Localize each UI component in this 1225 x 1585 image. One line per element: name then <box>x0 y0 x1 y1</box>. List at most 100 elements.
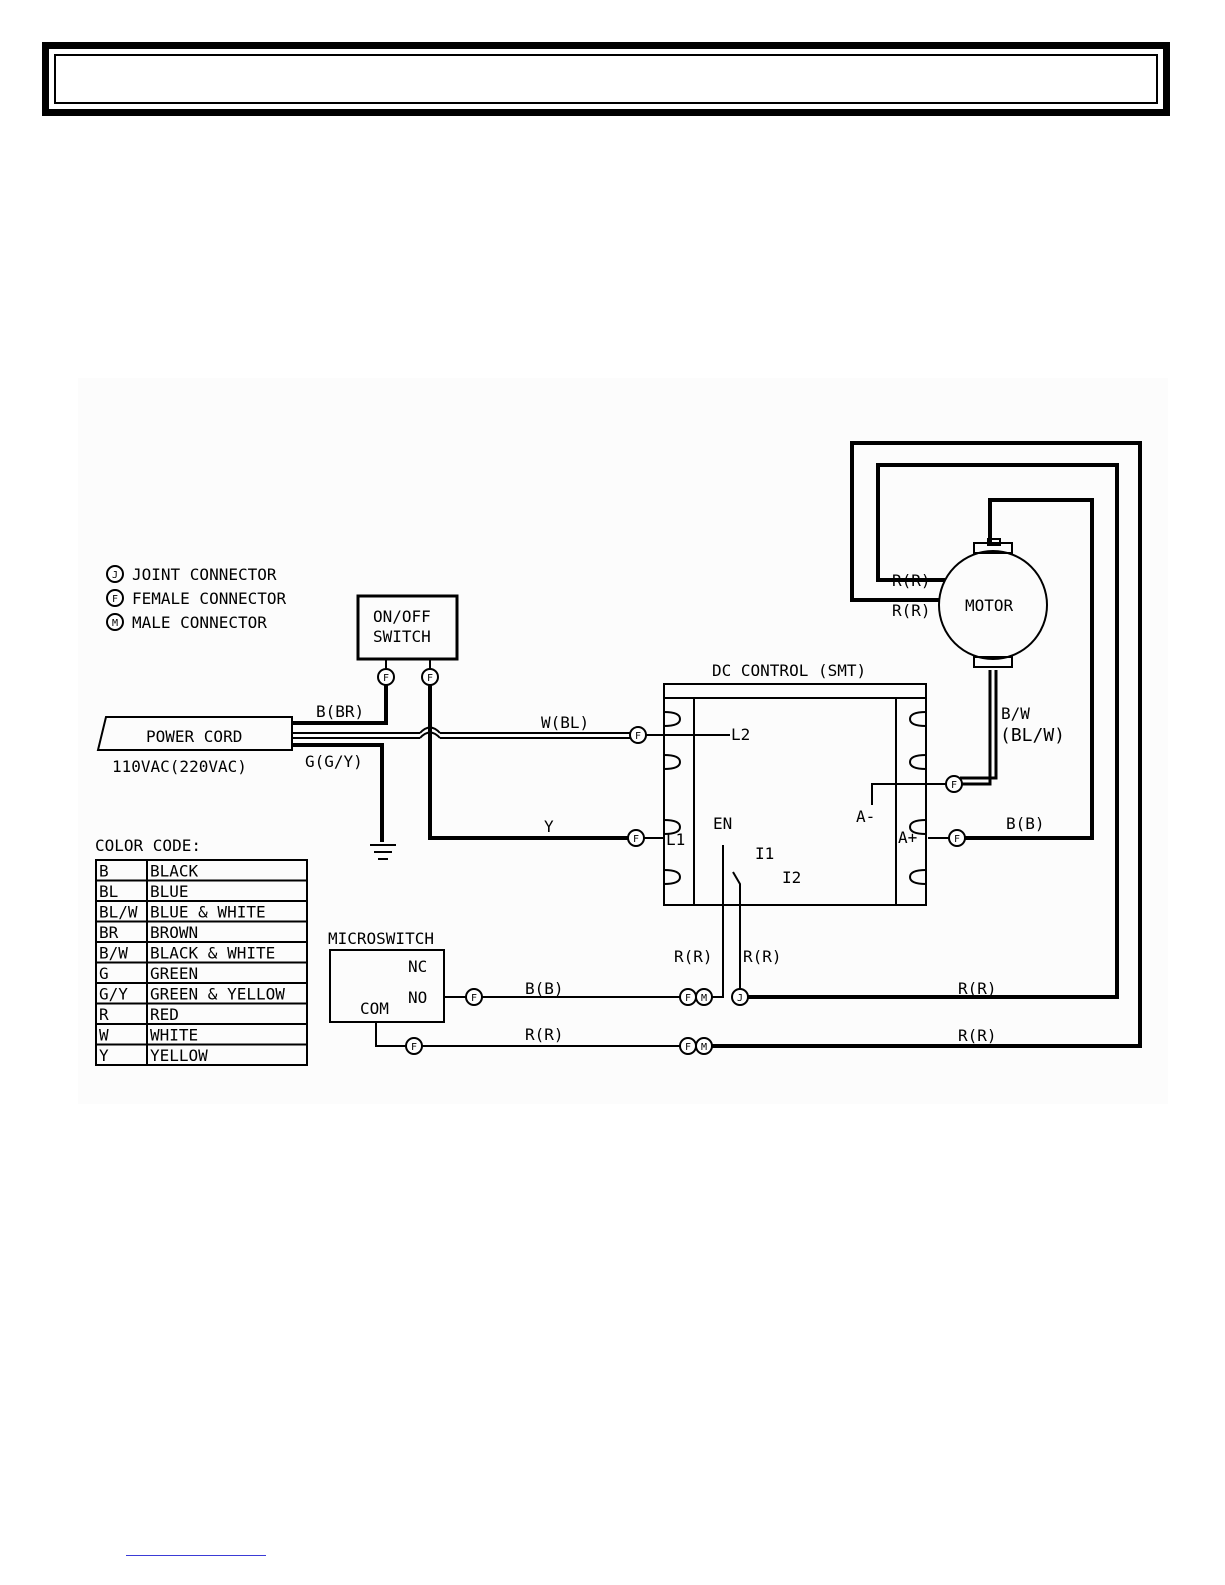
color-code-name: RED <box>150 1005 179 1024</box>
wire-motor-bw-2 <box>960 670 998 780</box>
switch-label-line2: SWITCH <box>373 627 431 646</box>
diagram-area: F F F F F F F F M J F F M J F M JOINT CO… <box>78 378 1168 1104</box>
terminal-l2: L2 <box>731 725 750 744</box>
legend-joint-circle <box>106 565 124 583</box>
microswitch-no: NO <box>408 988 427 1007</box>
connector-f-a-minus <box>945 775 963 793</box>
connector-f-l2 <box>629 726 647 744</box>
terminal-a-minus: A- <box>856 807 875 826</box>
wire-motor-bw-1 <box>960 670 992 786</box>
color-code-name: BLUE & WHITE <box>150 903 266 922</box>
microswitch-box <box>329 949 445 1023</box>
connector-label: F <box>471 993 477 1004</box>
terminal-en: EN <box>713 814 732 833</box>
connector-f-switch-right <box>421 668 439 686</box>
color-code-name: BROWN <box>150 923 198 942</box>
connector-label: M <box>701 993 707 1004</box>
dc-control-outer <box>663 683 927 906</box>
legend-joint-symbol: J <box>112 570 118 581</box>
dc-control-right-slots <box>908 711 927 885</box>
color-code-abbrev: B <box>99 862 109 881</box>
connector-label: F <box>685 993 691 1004</box>
wire-i1 <box>732 871 741 990</box>
connector-label: F <box>685 1042 691 1053</box>
connector-j-joint <box>731 988 749 1006</box>
color-code-abbrev: BR <box>99 923 119 942</box>
connector-label: J <box>737 993 743 1004</box>
wire-b-br <box>292 683 388 725</box>
power-cord-label: POWER CORD <box>146 727 242 746</box>
wire-label-r-r-top1: R(R) <box>892 571 931 590</box>
wire-en <box>712 845 724 998</box>
wire-label-bw: B/W <box>1001 704 1030 723</box>
color-code-abbrev: G <box>99 964 109 983</box>
wire-label-w-bl: W(BL) <box>541 713 589 732</box>
color-code-row-lines <box>96 879 307 1046</box>
wire-motor-a-plus <box>963 498 1094 840</box>
wire-label-b-br: B(BR) <box>316 702 364 721</box>
connector-f-a-plus <box>948 829 966 847</box>
connector-label: F <box>954 834 960 845</box>
motor-shaft <box>987 538 1001 546</box>
color-code-name: YELLOW <box>150 1046 208 1065</box>
wire-a-minus-lead <box>871 783 946 805</box>
wire-label-b-b-motor: B(B) <box>1006 814 1045 833</box>
wire-label-r-r-en: R(R) <box>674 947 713 966</box>
color-code-name: BLACK & WHITE <box>150 944 275 963</box>
connector-f-com <box>405 1037 423 1055</box>
wire-label-g-gy: G(G/Y) <box>305 752 363 771</box>
wiring-schematic: F F F F F F F F M J F F M J F M JOINT CO… <box>95 441 1142 1066</box>
terminal-i2: I2 <box>782 868 801 887</box>
color-code-title: COLOR CODE: <box>95 836 201 855</box>
wire-label-bl-w: (BL/W) <box>1000 725 1065 746</box>
title-frame <box>42 42 1170 116</box>
on-off-switch-box <box>356 594 459 661</box>
color-code-abbrev: G/Y <box>99 985 128 1004</box>
color-code-name: WHITE <box>150 1026 198 1045</box>
connector-m-no-pair <box>695 988 713 1006</box>
voltage-label: 110VAC(220VAC) <box>112 757 247 776</box>
connector-label: F <box>633 834 639 845</box>
power-cord-shape <box>96 716 293 751</box>
connector-label: M <box>701 1042 707 1053</box>
connector-label: F <box>427 673 433 684</box>
legend-joint-label: JOINT CONNECTOR <box>132 565 277 584</box>
wire-com-lead <box>375 1022 406 1047</box>
wire-g-gy <box>292 743 384 842</box>
color-code-abbrev: B/W <box>99 944 128 963</box>
dc-control-left-slots <box>663 711 682 885</box>
switch-leads <box>385 659 431 670</box>
connector-label: F <box>411 1042 417 1053</box>
connector-label: F <box>635 731 641 742</box>
wire-label-r-r-loop: R(R) <box>958 979 997 998</box>
microswitch-nc: NC <box>408 957 427 976</box>
wire-label-r-r-com: R(R) <box>525 1025 564 1044</box>
microswitch-label: MICROSWITCH <box>328 929 434 948</box>
connector-label: F <box>383 673 389 684</box>
color-code-abbrev: R <box>99 1005 109 1024</box>
ground-symbol <box>370 844 396 860</box>
wire-label-r-r-top2: R(R) <box>892 601 931 620</box>
color-code-abbrev: BL <box>99 882 118 901</box>
footer-link-underline[interactable] <box>126 1555 266 1556</box>
wire-motor-loop-inner <box>748 463 1119 999</box>
legend-female-label: FEMALE CONNECTOR <box>132 589 286 608</box>
title-frame-inner <box>54 54 1158 104</box>
color-code-abbrev: W <box>99 1026 109 1045</box>
terminal-i1: I1 <box>755 844 774 863</box>
wire-label-r-r-i: R(R) <box>743 947 782 966</box>
connector-m-com-pair <box>695 1037 713 1055</box>
switch-label-line1: ON/OFF <box>373 607 431 626</box>
color-code-name: BLACK <box>150 862 199 881</box>
terminal-l1: L1 <box>666 830 685 849</box>
dc-control-inner-walls <box>693 698 897 905</box>
motor-bottom-cap <box>973 656 1013 668</box>
legend-male-label: MALE CONNECTOR <box>132 613 267 632</box>
legend-male-circle <box>106 613 124 631</box>
legend-male-symbol: M <box>112 618 118 629</box>
microswitch-com: COM <box>360 999 389 1018</box>
color-code-name: GREEN <box>150 964 198 983</box>
motor-circle <box>938 550 1048 660</box>
dc-control-label: DC CONTROL (SMT) <box>712 661 866 680</box>
